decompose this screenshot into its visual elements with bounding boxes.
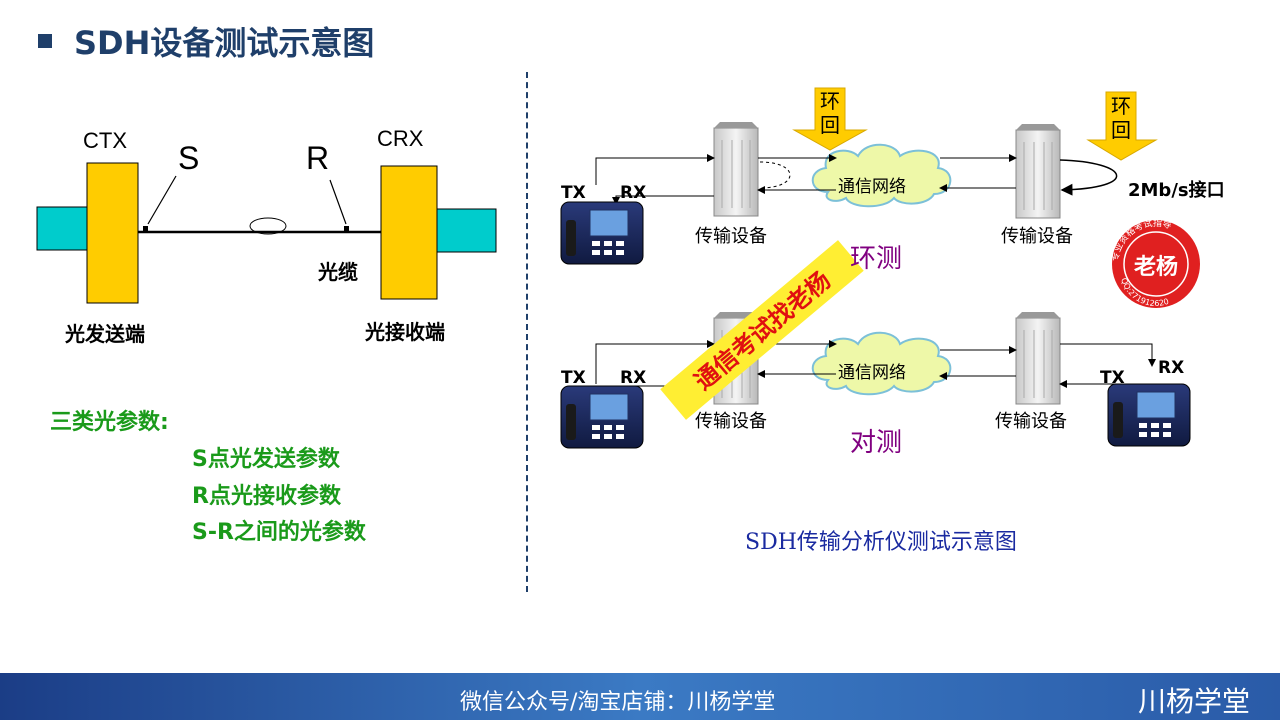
ctx-block	[86, 162, 139, 304]
footer-brand: 川杨学堂	[1138, 685, 1251, 718]
loop-test-label: 环测	[850, 244, 903, 274]
loop-label-right: 环回	[1111, 94, 1131, 142]
loop-test-diagram	[560, 87, 1158, 265]
cable-label: 光缆	[318, 260, 358, 284]
loop-arrow-right	[1086, 91, 1158, 161]
vertical-divider	[526, 72, 528, 592]
r-point-marker	[344, 226, 349, 231]
local-loopback-dashed	[759, 161, 791, 189]
transport-rack-bottom-right	[1015, 312, 1061, 405]
stamp-center-text: 老杨	[1133, 255, 1178, 280]
optical-link-diagram	[36, 162, 497, 304]
equipment-label-bottom-right: 传输设备	[995, 411, 1067, 432]
watermark-banner: 通信考试找老杨	[660, 240, 864, 420]
analyzer-device-top-left	[560, 201, 644, 265]
equipment-label-top-right: 传输设备	[1001, 226, 1073, 247]
s-point-marker	[143, 226, 148, 231]
footer-text: 微信公众号/淘宝店铺：川杨学堂	[460, 690, 776, 715]
diagram-caption: SDH传输分析仪测试示意图	[745, 530, 1017, 555]
loop-arrow-left	[792, 87, 868, 151]
watermark-banner-text: 通信考试找老杨	[689, 266, 836, 395]
tx-label-top: TX	[561, 183, 586, 203]
crx-block	[380, 165, 438, 300]
equipment-label-bottom-left: 传输设备	[695, 411, 767, 432]
left-cyan-block	[36, 206, 90, 251]
r-point-label: R	[306, 140, 330, 176]
right-cyan-block	[436, 208, 497, 253]
rx-end-label: 光接收端	[365, 320, 445, 344]
equipment-to-rx-line	[612, 195, 714, 205]
equipment-label-top-left: 传输设备	[695, 226, 767, 247]
transport-rack-top-right	[1015, 124, 1061, 219]
parameter-item: R点光接收参数	[192, 484, 341, 509]
loop-label-left: 环回	[820, 89, 840, 137]
tx-label-bottom-left: TX	[561, 368, 586, 388]
network-label-bottom: 通信网络	[838, 363, 906, 383]
fiber-loop-icon	[249, 217, 287, 235]
parameter-item: S-R之间的光参数	[192, 520, 366, 545]
remote-loopback-curve	[1059, 159, 1118, 196]
rx-label-bottom-left: RX	[620, 368, 647, 388]
r-pointer	[329, 179, 347, 225]
stamp-seal: 老杨 专业资格考试指导 QQ:271912620	[1109, 217, 1200, 308]
s-point-label: S	[178, 140, 200, 176]
title-bullet-icon	[38, 34, 52, 48]
transport-rack-top-left	[713, 122, 759, 217]
slide-title-row: SDH设备测试示意图	[38, 18, 374, 64]
rx-label-top: RX	[620, 183, 647, 203]
tx-end-label: 光发送端	[65, 322, 145, 346]
rx-label-bottom-right: RX	[1158, 358, 1185, 378]
crx-label: CRX	[377, 126, 424, 151]
parameters-heading: 三类光参数:	[50, 410, 169, 435]
analyzer-device-bottom-right	[1107, 383, 1191, 447]
interface-label: 2Mb/s接口	[1128, 180, 1225, 201]
tx-label-bottom-right: TX	[1100, 368, 1125, 388]
parameter-item: S点光发送参数	[192, 447, 340, 472]
analyzer-device-bottom-left	[560, 385, 644, 449]
network-label-top: 通信网络	[838, 177, 906, 197]
ctx-label: CTX	[83, 128, 127, 153]
s-pointer	[147, 175, 177, 225]
pair-test-diagram	[560, 312, 1191, 449]
slide-title: SDH设备测试示意图	[74, 24, 375, 62]
pair-test-label: 对测	[850, 428, 903, 458]
footer-bar	[0, 673, 1280, 720]
tx-to-equipment-line	[595, 154, 715, 185]
